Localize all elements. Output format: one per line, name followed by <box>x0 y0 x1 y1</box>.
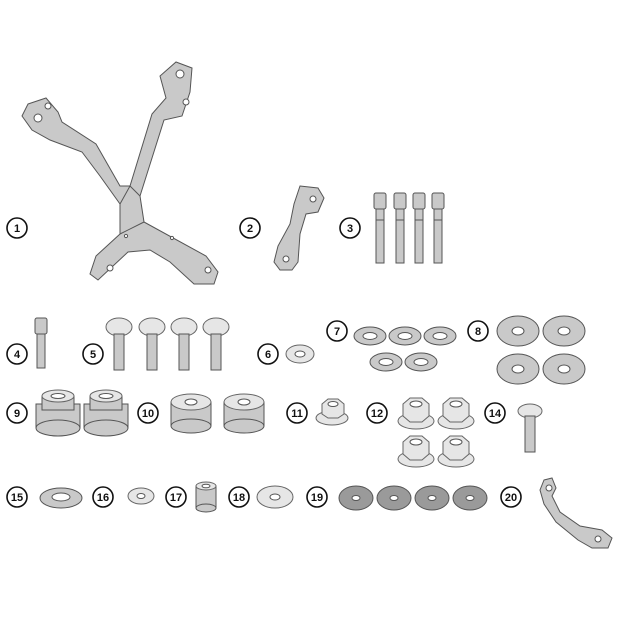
part-19-rubber-washer-group <box>338 485 488 511</box>
part-1-frame-bracket-icon <box>21 61 219 285</box>
part-17-bushing-icon <box>195 481 217 513</box>
part-label-20: 20 <box>500 486 522 508</box>
svg-text:20: 20 <box>505 492 517 504</box>
part-label-16: 16 <box>92 486 114 508</box>
part-label-18: 18 <box>228 486 250 508</box>
svg-text:14: 14 <box>489 408 502 420</box>
svg-text:12: 12 <box>371 408 383 420</box>
part-9-spacer-group <box>35 389 129 437</box>
rubber-washer-icon <box>376 485 412 511</box>
part-label-9: 9 <box>6 402 28 424</box>
part-label-8: 8 <box>467 320 489 342</box>
part-label-6: 6 <box>257 343 279 365</box>
spacer-icon <box>35 389 81 437</box>
part-8-large-washer-group <box>496 315 586 385</box>
flange-nut-icon <box>437 397 475 430</box>
svg-text:2: 2 <box>247 223 253 235</box>
part-3-socket-screw-group <box>373 192 445 264</box>
split-lock-washer-icon <box>369 352 403 372</box>
socket-screw-icon <box>373 192 387 264</box>
split-lock-washer-icon <box>353 326 387 346</box>
large-washer-icon <box>542 353 586 385</box>
button-head-screw-icon <box>170 317 198 371</box>
part-11-flange-nut-icon <box>315 398 349 426</box>
rubber-washer-icon <box>338 485 374 511</box>
part-label-19: 19 <box>306 486 328 508</box>
svg-text:8: 8 <box>475 326 481 338</box>
button-head-screw-icon <box>202 317 230 371</box>
part-label-3: 3 <box>339 217 361 239</box>
part-label-1: 1 <box>6 217 28 239</box>
part-label-10: 10 <box>137 402 159 424</box>
svg-text:10: 10 <box>142 408 154 420</box>
part-18-flat-washer-icon <box>256 485 294 509</box>
flange-nut-icon <box>397 435 435 468</box>
part-5-button-head-screw-group <box>105 317 230 371</box>
svg-text:19: 19 <box>311 492 323 504</box>
large-washer-icon <box>496 315 540 347</box>
socket-screw-icon <box>393 192 407 264</box>
socket-screw-icon <box>431 192 445 264</box>
svg-text:17: 17 <box>170 492 182 504</box>
part-16-flat-washer-icon <box>127 487 155 505</box>
part-label-15: 15 <box>6 486 28 508</box>
svg-text:15: 15 <box>11 492 23 504</box>
part-14-button-head-screw-icon <box>517 403 543 453</box>
part-label-12: 12 <box>366 402 388 424</box>
svg-text:5: 5 <box>90 349 96 361</box>
spacer-icon <box>170 393 212 434</box>
split-lock-washer-icon <box>404 352 438 372</box>
svg-text:1: 1 <box>14 223 20 235</box>
spacer-icon <box>83 389 129 437</box>
part-label-4: 4 <box>6 343 28 365</box>
part-label-11: 11 <box>286 402 308 424</box>
rubber-washer-icon <box>452 485 488 511</box>
part-12-flange-nut-group <box>397 397 475 468</box>
part-20-curved-bracket-icon <box>539 477 613 549</box>
button-head-screw-icon <box>105 317 133 371</box>
part-4-socket-screw-icon <box>34 317 48 369</box>
part-label-17: 17 <box>165 486 187 508</box>
part-label-2: 2 <box>239 217 261 239</box>
svg-text:7: 7 <box>334 326 340 338</box>
part-7-split-lock-washer-group <box>353 326 457 372</box>
svg-text:4: 4 <box>14 349 21 361</box>
flange-nut-icon <box>397 397 435 430</box>
large-washer-icon <box>496 353 540 385</box>
part-6-flat-washer-icon <box>285 344 315 364</box>
large-washer-icon <box>542 315 586 347</box>
svg-text:18: 18 <box>233 492 245 504</box>
flange-nut-icon <box>437 435 475 468</box>
svg-text:3: 3 <box>347 223 353 235</box>
part-label-7: 7 <box>326 320 348 342</box>
part-label-14: 14 <box>484 402 506 424</box>
svg-text:6: 6 <box>265 349 271 361</box>
part-15-split-lock-washer-icon <box>39 487 83 509</box>
split-lock-washer-icon <box>388 326 422 346</box>
svg-text:16: 16 <box>97 492 109 504</box>
part-label-5: 5 <box>82 343 104 365</box>
spacer-icon <box>223 393 265 434</box>
socket-screw-icon <box>412 192 426 264</box>
rubber-washer-icon <box>414 485 450 511</box>
button-head-screw-icon <box>138 317 166 371</box>
part-2-small-bracket-icon <box>273 185 325 271</box>
svg-text:9: 9 <box>14 408 20 420</box>
part-10-spacer-group <box>170 393 265 434</box>
split-lock-washer-icon <box>423 326 457 346</box>
svg-text:11: 11 <box>291 408 303 420</box>
